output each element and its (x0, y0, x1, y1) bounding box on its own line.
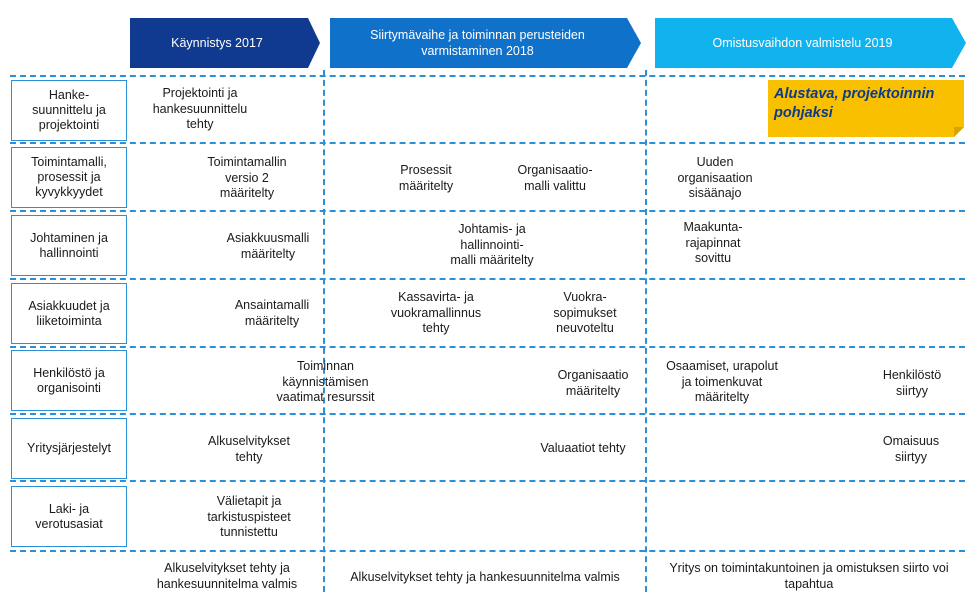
phase-label: Omistusvaihdon valmistelu 2019 (712, 36, 893, 50)
grid-line (10, 413, 965, 415)
milestone-valietapit: Välietapit ja tarkistuspisteet tunnistet… (207, 494, 291, 539)
milestone-asiakkuusmalli: Asiakkuusmalli määritelty (226, 231, 310, 261)
milestone-henkilosto-siirtyy: Henkilöstö siirtyy (882, 368, 942, 398)
milestone-sisaanajo: Uuden organisaation sisäänajo (677, 155, 753, 200)
row-label-johtaminen: Johtaminen ja hallinnointi (11, 215, 127, 276)
row-label-henkilosto: Henkilöstö ja organisointi (11, 350, 127, 411)
row-label-yritysjarjestelyt: Yritysjärjestelyt (11, 418, 127, 479)
row-label-asiakkuudet: Asiakkuudet ja liiketoiminta (11, 283, 127, 344)
footer-goal-2017: Alkuselvitykset tehty ja hankesuunnitelm… (156, 561, 298, 591)
grid-line (10, 278, 965, 280)
milestone-vuokrasopimukset: Vuokra- sopimukset neuvoteltu (553, 290, 617, 335)
milestone-omaisuus-siirtyy: Omaisuus siirtyy (882, 434, 940, 464)
phase-banner-2018: Siirtymävaihe ja toiminnan perusteiden v… (330, 18, 641, 68)
grid-line (10, 346, 965, 348)
milestone-alkuselvitykset: Alkuselvitykset tehty (208, 434, 290, 464)
milestone-projektointi: Projektointi ja hankesuunnittelu tehty (152, 86, 248, 131)
footer-goal-2018: Alkuselvitykset tehty ja hankesuunnitelm… (350, 570, 620, 584)
row-label-hankesuunnittelu: Hanke- suunnittelu ja projektointi (11, 80, 127, 141)
milestone-organisaatiomalli: Organisaatio- malli valittu (517, 163, 593, 193)
milestone-kassavirta: Kassavirta- ja vuokramallinnus tehty (390, 290, 482, 335)
milestone-resurssit: Toiminnan käynnistämisen vaatimat resurs… (276, 359, 375, 404)
milestone-valuaatiot: Valuaatiot tehty (540, 441, 626, 455)
phase-banner-2019: Omistusvaihdon valmistelu 2019 (655, 18, 966, 68)
phase-label: Käynnistys 2017 (171, 36, 263, 50)
grid-line (10, 142, 965, 144)
phase-divider (645, 70, 647, 592)
milestone-osaamiset: Osaamiset, urapolut ja toimenkuvat määri… (666, 359, 778, 404)
phase-label: Siirtymävaihe ja toiminnan perusteiden v… (370, 28, 585, 58)
footer-goal-2019: Yritys on toimintakuntoinen ja omistukse… (669, 561, 949, 591)
milestone-prosessit: Prosessit määritelty (398, 163, 454, 193)
grid-line (10, 210, 965, 212)
grid-line (10, 75, 965, 77)
grid-line (10, 480, 965, 482)
row-label-laki-verotus: Laki- ja verotusasiat (11, 486, 127, 547)
milestone-organisaatio: Organisaatio määritelty (557, 368, 629, 398)
grid-line (10, 550, 965, 552)
milestone-ansaintamalli: Ansaintamalli määritelty (234, 298, 310, 328)
draft-note: Alustava, projektoinnin pohjaksi (768, 80, 964, 137)
phase-banner-2017: Käynnistys 2017 (130, 18, 320, 68)
note-fold (954, 127, 964, 137)
milestone-johtamismalli: Johtamis- ja hallinnointi- malli määrite… (450, 222, 534, 267)
milestone-maakuntarajapinnat: Maakunta- rajapinnat sovittu (683, 220, 743, 265)
milestone-toimintamalli: Toimintamallin versio 2 määritelty (207, 155, 287, 200)
row-label-toimintamalli: Toimintamalli, prosessit ja kyvykkyydet (11, 147, 127, 208)
phase-divider (323, 70, 325, 592)
